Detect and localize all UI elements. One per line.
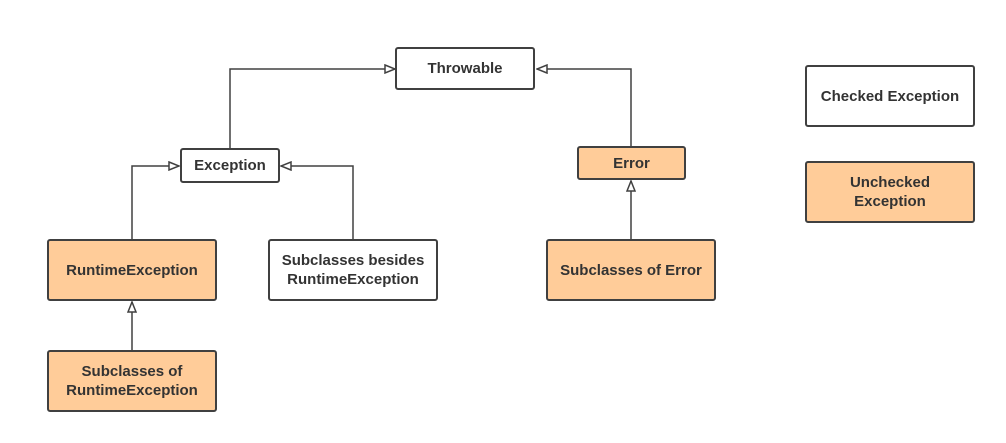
arrow-error-to-throwable (537, 69, 632, 147)
runtime-exception-node: RuntimeException (47, 239, 217, 301)
exception-node: Exception (180, 148, 280, 183)
arrow-besides-to-exception (281, 166, 354, 240)
subclasses-besides-runtime-node: Subclasses besides RuntimeException (268, 239, 438, 301)
arrow-runtime-to-exception (131, 166, 179, 240)
arrow-exception-to-throwable (229, 69, 395, 149)
legend-checked-exception: Checked Exception (805, 65, 975, 127)
subclasses-of-runtime-node: Subclasses of RuntimeException (47, 350, 217, 412)
subclasses-of-error-node: Subclasses of Error (546, 239, 716, 301)
legend-unchecked-exception: Unchecked Exception (805, 161, 975, 223)
throwable-node: Throwable (395, 47, 535, 90)
error-node: Error (577, 146, 686, 180)
